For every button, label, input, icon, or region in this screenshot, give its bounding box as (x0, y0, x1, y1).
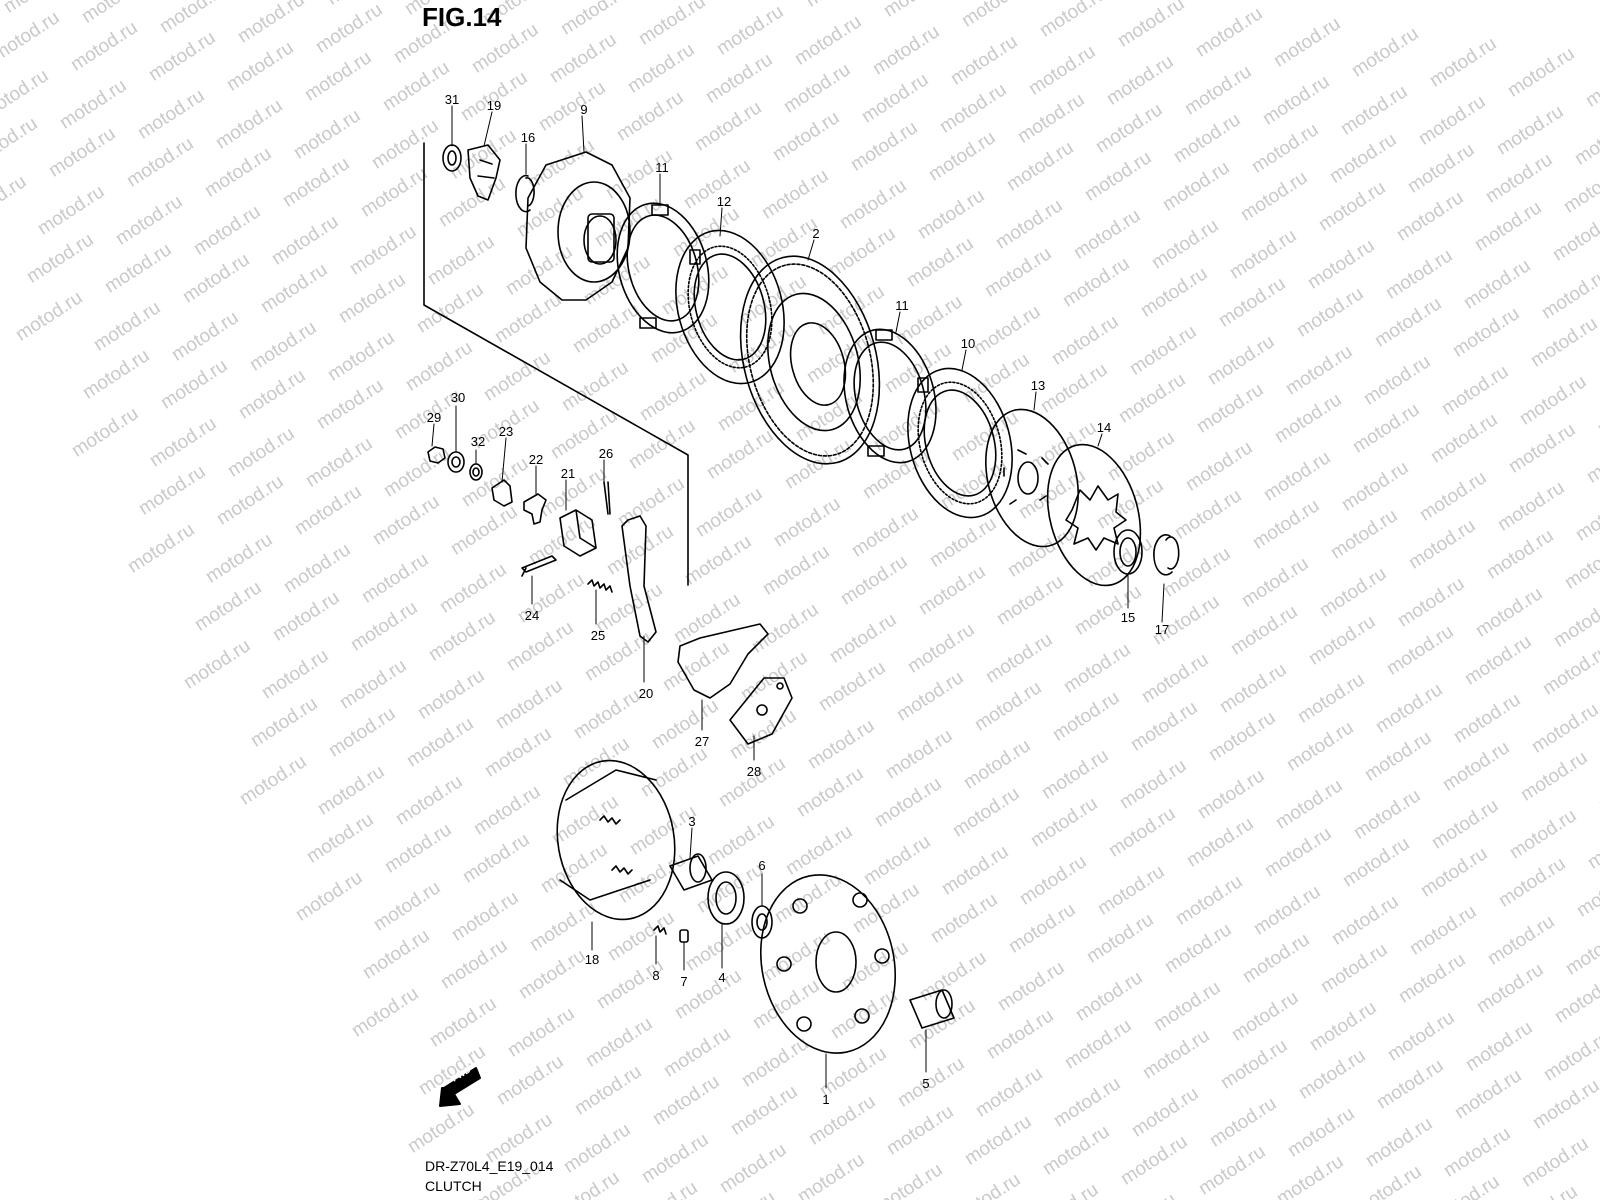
callout-32: 32 (471, 434, 485, 449)
callout-22: 22 (529, 452, 543, 467)
callout-10: 10 (961, 336, 975, 351)
part-8-spring (653, 925, 667, 935)
callout-6: 6 (758, 858, 765, 873)
part-20-arm (621, 515, 657, 643)
callout-19: 19 (487, 98, 501, 113)
callout-16: 16 (521, 130, 535, 145)
callout-31: 31 (445, 92, 459, 107)
part-31-bearing (442, 144, 462, 172)
part-26-cotter-pin (603, 481, 611, 515)
callout-9: 9 (580, 102, 587, 117)
part-16-circlip (515, 174, 535, 213)
part-11-lower-plate (843, 328, 937, 464)
part-9-plate (525, 151, 631, 301)
part-1-clutch-drum (759, 874, 897, 1054)
callout-7: 7 (680, 974, 687, 989)
figure-title: FIG.14 (422, 2, 502, 32)
callout-28: 28 (747, 764, 761, 779)
part-27-plate (677, 623, 769, 699)
callout-23: 23 (499, 424, 513, 439)
part-14-plate (1046, 443, 1142, 587)
callout-12: 12 (717, 194, 731, 209)
part-11-upper-plate (616, 202, 710, 334)
callout-14: 14 (1097, 420, 1111, 435)
callout-11-upper: 11 (655, 160, 669, 175)
callout-18: 18 (585, 952, 599, 967)
part-17-circlip (1153, 533, 1180, 576)
part-22-pin (523, 493, 547, 525)
part-19-cam (467, 144, 501, 201)
part-10-friction-disc (907, 367, 1013, 519)
callout-labels: 31 19 9 16 11 12 2 11 10 13 14 15 17 30 … (427, 92, 1169, 1107)
callout-29: 29 (427, 410, 441, 425)
callout-1: 1 (822, 1092, 829, 1107)
part-3-bushing (669, 853, 713, 891)
callout-21: 21 (561, 466, 575, 481)
part-28-plate (729, 677, 793, 745)
part-18-clutch-shoe (556, 759, 676, 921)
callout-11-lower: 11 (895, 298, 909, 313)
leader-lines (431, 105, 1165, 1089)
part-7-pin (679, 929, 689, 943)
callout-20: 20 (639, 686, 653, 701)
callout-15: 15 (1121, 610, 1135, 625)
part-25-spring (587, 579, 613, 593)
part-21-block (559, 509, 597, 557)
part-2-primary-gear (739, 255, 881, 465)
part-30-washer (447, 451, 465, 473)
part-5-sleeve (909, 989, 955, 1029)
part-32-ring (469, 463, 483, 481)
fwd-arrow (439, 1067, 481, 1107)
part-23-lever (491, 479, 513, 507)
callout-27: 27 (695, 734, 709, 749)
figure-code: DR-Z70L4_E19_014 (425, 1158, 554, 1174)
callout-5: 5 (922, 1076, 929, 1091)
callout-2: 2 (812, 226, 819, 241)
callout-17: 17 (1155, 622, 1169, 637)
callout-25: 25 (591, 628, 605, 643)
group-bracket (423, 142, 689, 586)
part-4-bearing (707, 871, 745, 925)
callout-24: 24 (525, 608, 539, 623)
part-13-plate (984, 408, 1080, 548)
part-29-nut (427, 446, 446, 464)
callout-3: 3 (688, 814, 695, 829)
callout-8: 8 (652, 968, 659, 983)
callout-13: 13 (1031, 378, 1045, 393)
callout-30: 30 (451, 390, 465, 405)
callout-26: 26 (599, 446, 613, 461)
part-24-pin (521, 555, 557, 577)
callout-4: 4 (718, 970, 725, 985)
part-12-friction-disc (675, 229, 785, 385)
figure-name: CLUTCH (425, 1178, 482, 1194)
